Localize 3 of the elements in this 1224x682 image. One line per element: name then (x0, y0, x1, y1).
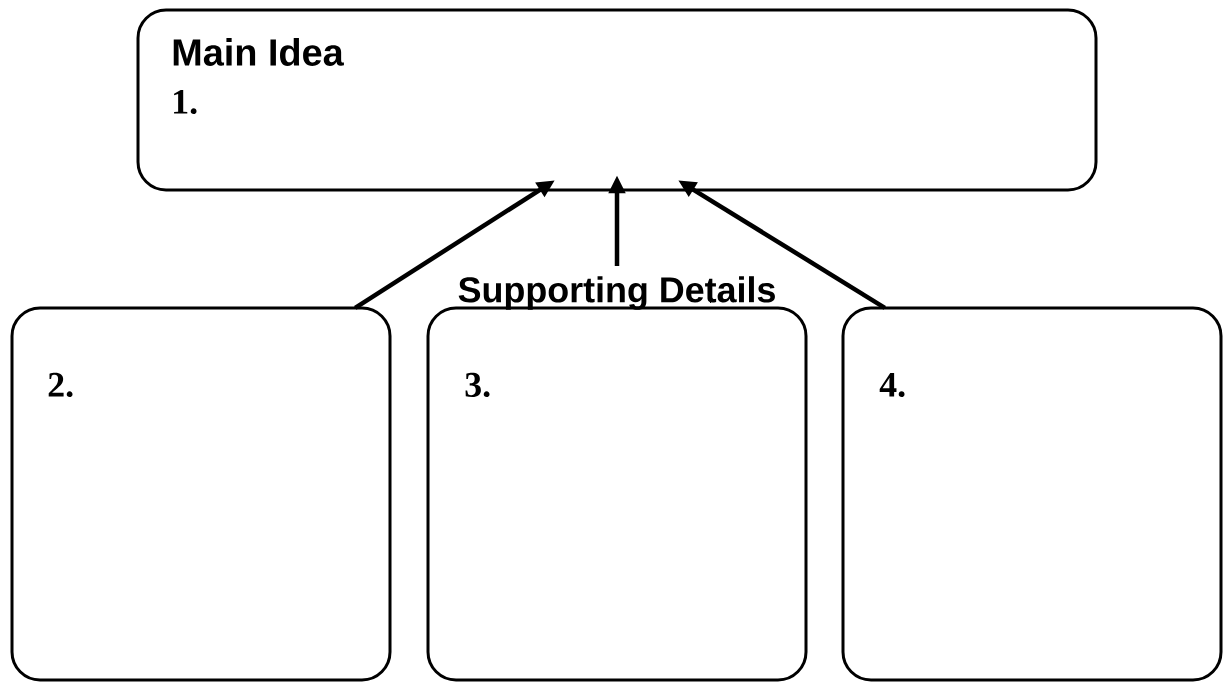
detail-box: 4. (841, 306, 1223, 682)
main-idea-box: Main Idea 1. (136, 8, 1098, 192)
detail-box: 2. (10, 306, 392, 682)
